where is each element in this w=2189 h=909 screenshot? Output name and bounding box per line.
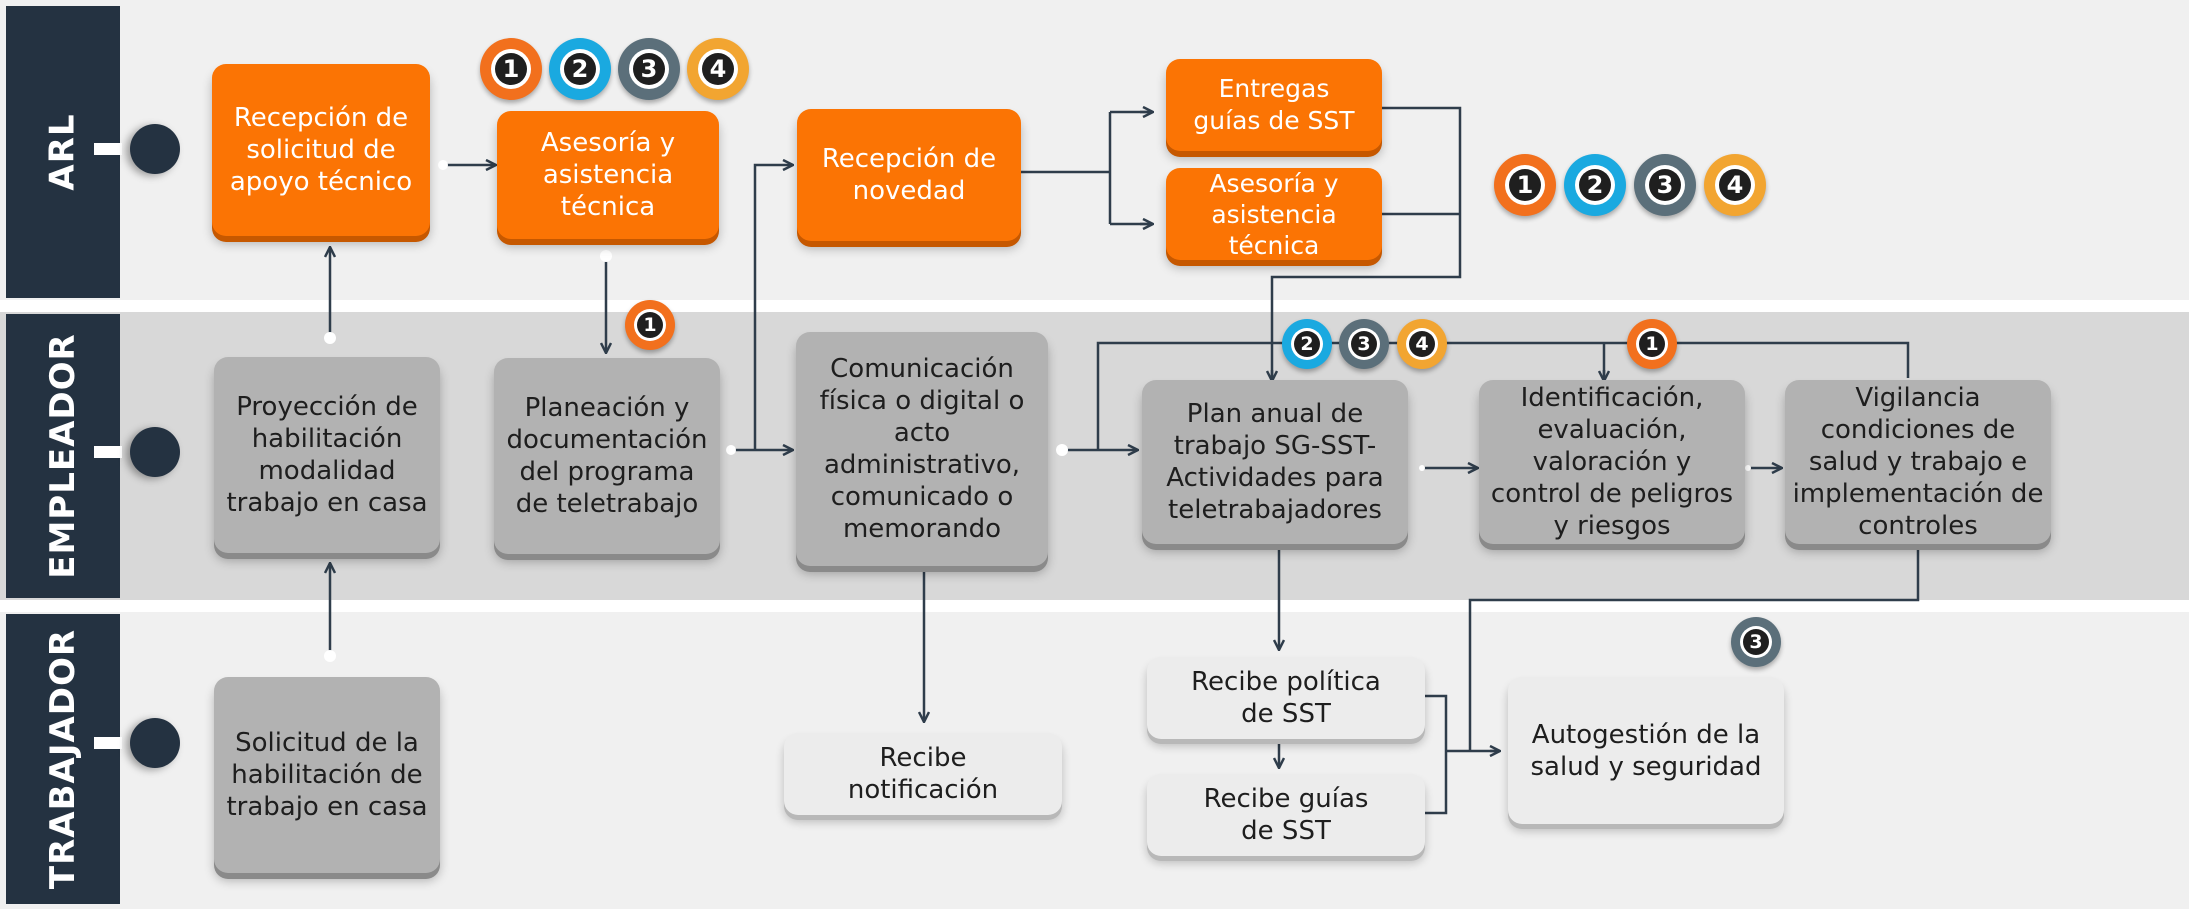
node-recibe-politica: Recibe política de SST [1147, 657, 1425, 739]
node-recepcion-novedad: Recepción de novedad [797, 109, 1021, 241]
line-trabajador-merge [1424, 694, 1500, 815]
node-recepcion-solicitud: Recepción de solicitud de apoyo técnico [212, 64, 430, 236]
badge-4: 4 [1397, 319, 1447, 369]
line-guides-merge [1270, 106, 1462, 381]
lane-marker-arl [94, 143, 122, 155]
badge-1: 1 [1494, 154, 1556, 216]
lane-label-trabajador: TRABAJADOR [6, 614, 120, 904]
badge-2: 2 [1282, 319, 1332, 369]
node-solicitud-habilitacion: Solicitud de la habilitación de trabajo … [214, 677, 440, 873]
badge-3: 3 [1634, 154, 1696, 216]
lane-dot-arl [130, 124, 180, 174]
node-identificacion-peligros: Identificación, evaluación, valoración y… [1479, 380, 1745, 544]
badge-2: 2 [549, 38, 611, 100]
badge-1: 1 [480, 38, 542, 100]
node-comunicacion: Comunicación física o digital o acto adm… [796, 332, 1048, 566]
lane-dot-empleador [130, 427, 180, 477]
badge-3: 3 [618, 38, 680, 100]
node-entregas-guias: Entregas guías de SST [1166, 59, 1382, 151]
lane-marker-trabajador [94, 737, 122, 749]
node-plan-anual: Plan anual de trabajo SG-SST- Actividade… [1142, 380, 1408, 544]
badge-3: 3 [1731, 617, 1781, 667]
badge-3: 3 [1339, 319, 1389, 369]
node-recibe-guias: Recibe guías de SST [1147, 774, 1425, 856]
badge-4: 4 [1704, 154, 1766, 216]
node-asesoria-tecnica-1: Asesoría y asistencia técnica [497, 111, 719, 239]
arrow-planeacion-to-novedad [753, 165, 793, 450]
node-asesoria-tecnica-2: Asesoría y asistencia técnica [1166, 168, 1382, 260]
node-autogestion: Autogestión de la salud y seguridad [1508, 677, 1784, 824]
badge-1: 1 [1627, 319, 1677, 369]
node-planeacion-documentacion: Planeación y documentación del programa … [494, 358, 720, 554]
node-vigilancia-condiciones: Vigilancia condiciones de salud y trabaj… [1785, 380, 2051, 544]
node-recibe-notificacion: Recibe notificación [784, 733, 1062, 815]
badge-2: 2 [1564, 154, 1626, 216]
arrow-novedad-to-entregas [1108, 110, 1153, 226]
badge-1: 1 [625, 300, 675, 350]
lane-dot-trabajador [130, 718, 180, 768]
badge-4: 4 [687, 38, 749, 100]
line-vigilancia-to-autogestion [1468, 549, 1920, 751]
node-proyeccion-habilitacion: Proyección de habilitación modalidad tra… [214, 357, 440, 553]
lane-marker-empleador [94, 446, 122, 458]
